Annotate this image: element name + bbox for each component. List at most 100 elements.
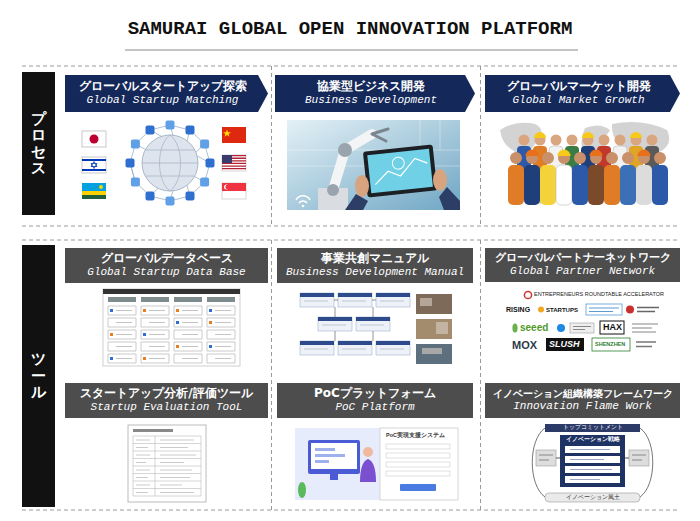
worker-body	[540, 165, 556, 205]
continent	[500, 122, 669, 205]
logo-text: MOX	[512, 340, 537, 351]
framework-core	[560, 435, 625, 487]
network-icon	[146, 126, 155, 135]
framework-cycle	[532, 428, 653, 497]
network-icon	[186, 191, 195, 200]
hand	[355, 175, 369, 197]
network-icon	[200, 140, 209, 149]
network-icon	[126, 159, 135, 168]
flag-moon	[224, 185, 229, 190]
section-band: プロセス	[22, 72, 55, 215]
flag-field	[82, 131, 106, 147]
sheet-logo	[110, 309, 212, 360]
worker-body	[524, 165, 540, 205]
logo-mark	[546, 338, 584, 351]
grid-divider	[22, 66, 680, 510]
network-icon	[131, 140, 140, 149]
robot-photo	[287, 120, 460, 210]
manual-arrow	[334, 300, 376, 341]
tool-header: スタートアップ分析/評価ツールStartup Evaluation TooL	[65, 383, 268, 418]
person-head	[363, 447, 373, 457]
process-header: 協業型ビジネス開発Business Development	[275, 75, 475, 112]
sheet-header	[108, 297, 235, 302]
logo-mark	[632, 324, 658, 332]
flag-star	[91, 162, 97, 169]
screen-target	[392, 157, 405, 170]
flag-field	[222, 127, 246, 143]
network-icon	[131, 178, 140, 187]
flag-israel	[82, 157, 106, 173]
sheet-page	[128, 425, 206, 502]
framework-asset	[629, 450, 649, 466]
framework-figure	[532, 424, 653, 502]
network-line	[130, 125, 210, 201]
chevron-fill	[275, 75, 475, 112]
logo-mark	[636, 342, 656, 347]
framework-bar	[545, 424, 640, 432]
logo-mark	[626, 306, 634, 314]
header-title-en: Innovation Flame Work	[513, 400, 652, 414]
hard-hat	[526, 150, 651, 157]
flag-sun	[99, 185, 103, 189]
person-body	[360, 459, 376, 482]
robot-joint	[338, 143, 352, 157]
worker-body	[572, 165, 588, 205]
worker-body	[620, 165, 636, 205]
globe-meridian	[142, 135, 198, 191]
tablet-frame	[363, 144, 437, 197]
framework-text: トップコミットメント	[563, 425, 623, 431]
network-icon	[206, 159, 215, 168]
poc-screen	[295, 428, 458, 500]
framework-asset	[536, 450, 556, 466]
band-label: プロセス	[31, 111, 46, 177]
monitor	[308, 440, 360, 474]
sheet-line	[136, 440, 196, 493]
monitor-content	[315, 448, 345, 463]
sheet-grid	[133, 436, 201, 496]
section-band: ツール	[22, 245, 55, 507]
logo-mark	[538, 307, 544, 313]
process-header: グローバルマーケット開発Global Market Growth	[485, 75, 680, 112]
node-content: 事業共創マニュアルBusiness Development Manual	[286, 251, 464, 279]
node-content: グローバルマーケット開発Global Market Growth	[507, 79, 651, 107]
header-title-ja: 事業共創マニュアル	[321, 251, 429, 265]
header-title-ja: グローバルスタートアップ探索	[79, 79, 247, 93]
logo-text: HAX	[603, 323, 622, 332]
flag-china	[222, 127, 246, 143]
sheet-bar	[103, 289, 240, 294]
worker-crowd	[508, 132, 668, 205]
header-title-en: Global Startup Matching	[87, 94, 239, 108]
flag-rwanda	[82, 183, 106, 199]
evaluation-sheet	[128, 425, 206, 502]
framework-row-line	[570, 450, 612, 480]
header-title-en: PoC Platform	[335, 401, 414, 415]
flag-stripe	[82, 195, 106, 199]
form-panel	[380, 428, 458, 500]
node-content: グローバルパートナーネットワークGlobal Partner Network	[495, 251, 671, 278]
node-content: イノベーション組織構築フレームワークInnovation Flame Work	[493, 387, 673, 413]
flag-japan	[82, 131, 106, 147]
sheet-line	[116, 311, 231, 359]
tool-header: イノベーション組織構築フレームワークInnovation Flame Work	[485, 383, 680, 418]
flag-usa	[222, 155, 246, 171]
logo-mark	[592, 338, 630, 351]
chevron-fill	[65, 75, 268, 112]
node-content: グローバルスタートアップ探索Global Startup Matching	[79, 79, 247, 107]
framework-text: イノベーション風土	[566, 495, 620, 501]
logo-text: RISING	[506, 306, 530, 313]
title-underline	[125, 50, 578, 51]
header-title-ja: グローバルパートナーネットワーク	[495, 251, 671, 265]
worker-body	[652, 165, 668, 205]
network-icon	[146, 191, 155, 200]
logo-mark	[586, 304, 622, 315]
node-content: プロセス	[31, 111, 46, 177]
framework-base	[545, 493, 640, 502]
band-label: ツール	[31, 351, 46, 401]
screen-graph	[373, 157, 429, 185]
flag-stripe	[82, 191, 106, 195]
monitor-stand	[330, 474, 338, 480]
flag-field	[82, 157, 106, 173]
plant	[298, 482, 306, 498]
network-globe	[126, 121, 215, 206]
